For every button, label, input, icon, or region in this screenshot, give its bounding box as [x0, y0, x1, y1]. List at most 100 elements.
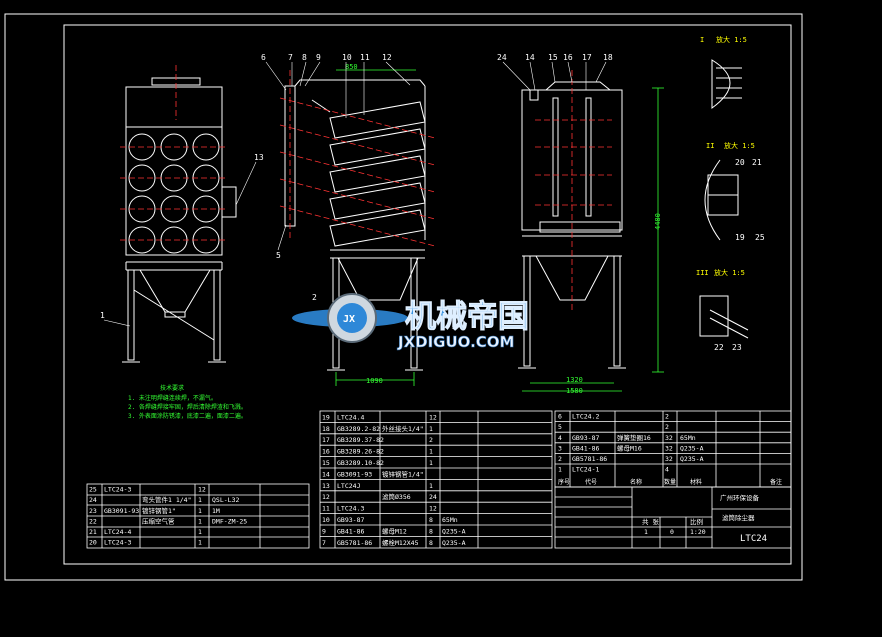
balloon-6: 6 [261, 53, 266, 62]
dim-side-w2: 1580 [566, 387, 583, 395]
bom-mid-cell-mat: Q235-A [442, 539, 466, 547]
inner-frame [63, 24, 792, 565]
balloon-23: 23 [732, 343, 742, 352]
bom-mid-cell-no: 9 [322, 527, 326, 535]
bom-right-cell-qty: 2 [665, 423, 669, 431]
bom-header-name: 名称 [630, 478, 642, 486]
front-view-filter-grid [128, 133, 220, 254]
bom-mid-cell-name: 螺栓M12X45 [382, 538, 419, 547]
bom-mid-cell-code: GB3289.37-82 [337, 436, 384, 444]
dim-base-width: 1090 [366, 377, 383, 385]
balloon-14: 14 [525, 53, 535, 62]
title-drawing-name: 滤筒除尘器 [722, 513, 755, 522]
title-drawing-no: LTC24 [740, 534, 767, 544]
bom-right-cell-code: GB93-87 [572, 434, 599, 442]
bom-mid-cell-no: 18 [322, 425, 330, 433]
bom-mid-cell-code: LTC24.4 [337, 413, 364, 421]
balloon-25: 25 [755, 233, 765, 242]
bom-left-cell-no: 20 [89, 539, 97, 547]
bom-mid-cell-code: GB3091-93 [337, 470, 372, 478]
bom-right-cell-no: 2 [558, 455, 562, 463]
title-scale-val: 1:20 [690, 528, 706, 536]
bom-left-cell-qty: 1 [198, 517, 202, 525]
bom-right-cell-no: 3 [558, 444, 562, 452]
balloon-2: 2 [312, 293, 317, 302]
detail-3-label: III [696, 269, 709, 277]
bom-mid-cell-code: GB3289.2-82 [337, 425, 380, 433]
balloon-8: 8 [302, 53, 307, 62]
bom-right-cell-qty: 32 [665, 444, 673, 452]
bom-mid-cell-name: 外丝接头1/4" [382, 424, 424, 433]
watermark-cn: 机械帝国 [405, 299, 529, 335]
bom-left-cell-mat: DMF-ZM-25 [212, 517, 247, 525]
bom-right-cell-no: 5 [558, 423, 562, 431]
bom-mid-cell-qty: 8 [429, 539, 433, 547]
bom-mid-cell-no: 12 [322, 493, 330, 501]
bom-right-cell-code: GB5781-86 [572, 455, 607, 463]
bom-left-cell-code: GB3091-93 [104, 507, 139, 515]
bom-mid-cell-no: 10 [322, 516, 330, 524]
balloon-12: 12 [382, 53, 392, 62]
detail-2-scale: 放大 1:5 [724, 141, 755, 150]
balloon-16: 16 [563, 53, 573, 62]
bom-mid-cell-no: 7 [322, 539, 326, 547]
detail-1-label: I [700, 36, 704, 44]
balloon-18: 18 [603, 53, 613, 62]
bom-mid-cell-qty: 1 [429, 448, 433, 456]
bom-mid-cell-code: GB3289.10-82 [337, 459, 384, 467]
detail-3-scale: 放大 1:5 [714, 268, 745, 277]
bom-right-cell-no: 4 [558, 434, 562, 442]
bom-right-cell-no: 6 [558, 413, 562, 421]
balloon-19: 19 [735, 233, 745, 242]
bom-right-cell-mat: Q235-A [680, 444, 704, 452]
title-scale-label: 比例 [690, 517, 703, 526]
dim-height: 4480 [654, 213, 662, 230]
title-qty-val: 1 [644, 528, 648, 536]
bom-right-cell-qty: 2 [665, 413, 669, 421]
bom-mid-cell-qty: 1 [429, 425, 433, 433]
bom-left-table [86, 483, 310, 549]
bom-mid-cell-name: 螺母M12 [382, 526, 407, 535]
bom-right-cell-mat: 65Mn [680, 434, 696, 442]
bom-mid-cell-qty: 1 [429, 482, 433, 490]
bom-header-note: 备注 [770, 478, 782, 486]
bom-header-no: 序号 [558, 478, 570, 486]
bom-mid-cell-code: GB3289.26-82 [337, 448, 384, 456]
bom-right-cell-name: 螺母M16 [617, 443, 642, 452]
bom-left-cell-qty: 1 [198, 528, 202, 536]
bom-left-cell-qty: 1 [198, 496, 202, 504]
bom-right-cell-qty: 4 [665, 466, 669, 474]
bom-left-cell-no: 24 [89, 496, 97, 504]
bom-mid-cell-code: GB41-86 [337, 527, 364, 535]
balloon-7: 7 [288, 53, 293, 62]
title-block [554, 486, 792, 549]
bom-left-cell-name: 压缩空气管 [142, 516, 175, 525]
watermark-logo-text: JX [343, 314, 355, 325]
notes-line-2: 2. 各焊缝焊接牢固，焊后清除焊渣和飞溅。 [128, 403, 247, 411]
bom-right-cell-code: GB41-86 [572, 444, 599, 452]
bom-mid-cell-name: 镀锌钢管1/4" [382, 469, 424, 478]
bom-mid-cell-no: 17 [322, 436, 330, 444]
detail-1-scale: 放大 1:5 [716, 35, 747, 44]
bom-mid-cell-qty: 12 [429, 413, 437, 421]
detail-2-label: II [706, 142, 714, 150]
bom-mid-cell-code: LTC24J [337, 482, 361, 490]
bom-right-cell-code: LTC24.2 [572, 413, 599, 421]
dim-side-w1: 1320 [566, 376, 583, 384]
bom-header-qty: 数量 [664, 478, 676, 486]
bom-mid-cell-qty: 8 [429, 527, 433, 535]
bom-mid-cell-qty: 24 [429, 493, 437, 501]
bom-mid-cell-mat: 65Mn [442, 516, 458, 524]
front-view [122, 77, 237, 363]
bom-mid-cell-mat: Q235-A [442, 527, 466, 535]
watermark: JX 机械帝国 JXDIGUO.COM [292, 293, 530, 351]
notes-line-1: 1. 未注明焊缝连续焊，不漏气。 [128, 394, 217, 402]
bom-left-cell-no: 22 [89, 517, 97, 525]
balloon-11: 11 [360, 53, 370, 62]
balloon-9: 9 [316, 53, 321, 62]
notes-line-3: 3. 外表面涂防锈漆，底漆二遍，面漆二遍。 [128, 412, 247, 420]
balloon-1: 1 [100, 311, 105, 320]
balloon-22: 22 [714, 343, 724, 352]
bom-mid-cell-no: 11 [322, 505, 330, 513]
bom-mid-cell-name: 滤筒Ø356 [382, 492, 411, 501]
